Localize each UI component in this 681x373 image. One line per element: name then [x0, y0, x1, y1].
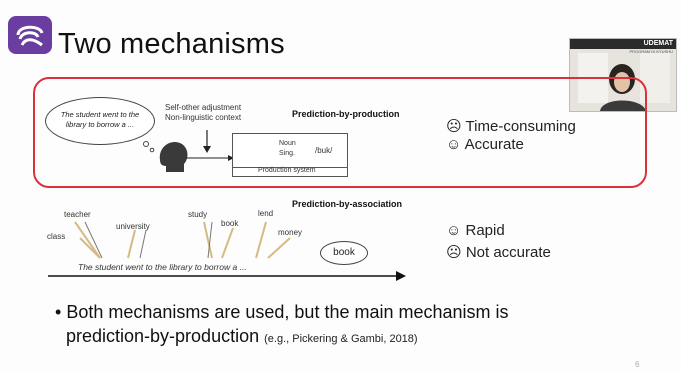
association-pro1: ☺ Rapid: [446, 222, 505, 239]
sing-label: Sing.: [279, 150, 295, 157]
phon-label: /buk/: [315, 146, 333, 155]
word-lend: lend: [258, 209, 274, 218]
smile-icon: ☺: [446, 222, 462, 239]
smile-icon: ☺: [446, 136, 462, 153]
association-sentence: The student went to the library to borro…: [78, 262, 247, 272]
production-heading: Prediction-by-production: [292, 109, 400, 119]
word-book: book: [221, 219, 239, 228]
production-pro1: ☹ Time-consuming: [446, 118, 576, 135]
word-teacher: teacher: [64, 210, 91, 219]
frown-icon: ☹: [446, 118, 462, 135]
speech-bubble-text: The student went to the library to borro…: [60, 110, 140, 129]
noun-label: Noun: [279, 140, 296, 147]
prediction-bubble: book: [320, 241, 368, 265]
context-label-1: Self-other adjustment: [165, 103, 242, 112]
production-pro2: ☺ Accurate: [446, 136, 524, 153]
university-logo: [8, 16, 52, 54]
word-university: university: [116, 222, 150, 231]
summary-bullet: • Both mechanisms are used, but the main…: [55, 302, 509, 346]
word-money: money: [278, 228, 303, 237]
speech-bubble: The student went to the library to borro…: [45, 97, 155, 145]
word-study: study: [188, 210, 208, 219]
production-system-label: Production system: [258, 167, 316, 174]
video-caption: PROGRAM DI KYUSHU: [629, 49, 673, 54]
word-class: class: [47, 232, 66, 241]
citation: (e.g., Pickering & Gambi, 2018): [264, 333, 418, 345]
production-system-box: [232, 133, 348, 177]
association-pro2: ☹ Not accurate: [446, 244, 551, 261]
production-highlight-box: [33, 77, 647, 188]
page-number: 6: [635, 360, 640, 369]
frown-icon: ☹: [446, 244, 462, 261]
slide-title: Two mechanisms: [58, 28, 285, 60]
association-heading: Prediction-by-association: [292, 199, 403, 209]
context-label-2: Non-linguistic context: [165, 113, 242, 122]
video-brand: UDEMAT: [643, 40, 673, 47]
